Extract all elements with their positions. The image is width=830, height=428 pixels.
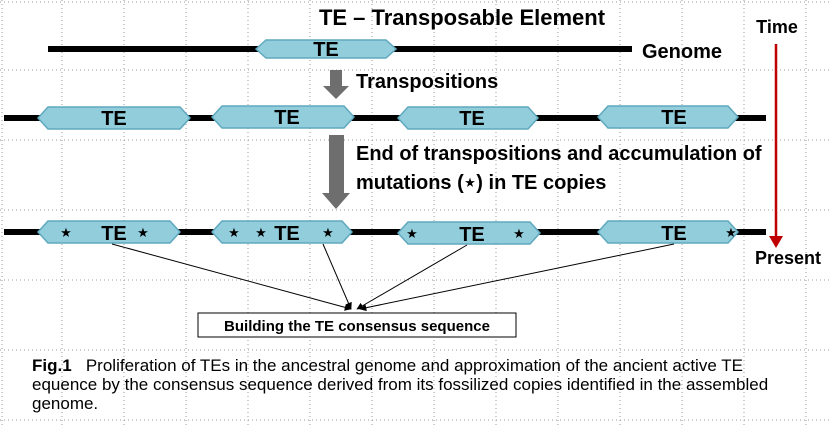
time-arrow-head xyxy=(769,236,783,248)
te-element-mutated: TE ★ xyxy=(596,220,740,245)
te-element-mutated: TE ★ ★ ★ xyxy=(210,220,354,245)
mutation-star-icon: ★ xyxy=(228,225,240,240)
mutation-star-icon: ★ xyxy=(406,226,418,241)
te-label: TE xyxy=(274,107,300,129)
mutation-star-icon: ★ xyxy=(513,226,525,241)
genome-label: Genome xyxy=(642,41,722,63)
transpositions-label: Transpositions xyxy=(356,71,498,93)
te-label: TE xyxy=(661,107,687,129)
caption-text: Proliferation of TEs in the ancestral ge… xyxy=(32,356,769,413)
te-label: TE xyxy=(101,223,127,245)
mutation-star-icon: ★ xyxy=(725,225,737,240)
te-element: TE xyxy=(596,105,740,129)
figure-caption: Fig.1 Proliferation of TEs in the ancest… xyxy=(32,356,812,413)
figure-number: Fig.1 xyxy=(32,356,72,375)
transposition-arrow xyxy=(323,70,349,99)
te-element: TE xyxy=(210,105,356,129)
consensus-label: Building the TE consensus sequence xyxy=(224,318,490,335)
te-element: TE xyxy=(254,39,398,61)
te-label: TE xyxy=(459,108,485,130)
time-label: Time xyxy=(756,17,798,37)
te-label: TE xyxy=(459,224,485,246)
te-element: TE xyxy=(36,106,192,130)
te-label: TE xyxy=(313,39,339,61)
te-element: TE xyxy=(396,106,540,130)
accumulation-arrow xyxy=(322,135,350,209)
te-label: TE xyxy=(101,108,127,130)
consensus-box xyxy=(197,312,517,338)
end-transpositions-line1: End of transpositions and accumulation o… xyxy=(356,143,762,165)
end-transpositions-line2: mutations (⋆) in TE copies xyxy=(356,172,606,194)
diagram-title: TE – Transposable Element xyxy=(319,5,606,30)
mutation-star-icon: ★ xyxy=(60,225,72,240)
te-label: TE xyxy=(661,223,687,245)
present-label: Present xyxy=(755,248,821,268)
mutation-star-icon: ★ xyxy=(322,225,334,240)
mutation-star-icon: ★ xyxy=(137,225,149,240)
te-element-mutated: TE ★ ★ xyxy=(396,221,542,246)
te-label: TE xyxy=(274,223,300,245)
consensus-convergence-lines xyxy=(111,243,675,312)
mutation-star-icon: ★ xyxy=(255,225,267,240)
te-element-mutated: TE ★ ★ xyxy=(36,220,182,245)
